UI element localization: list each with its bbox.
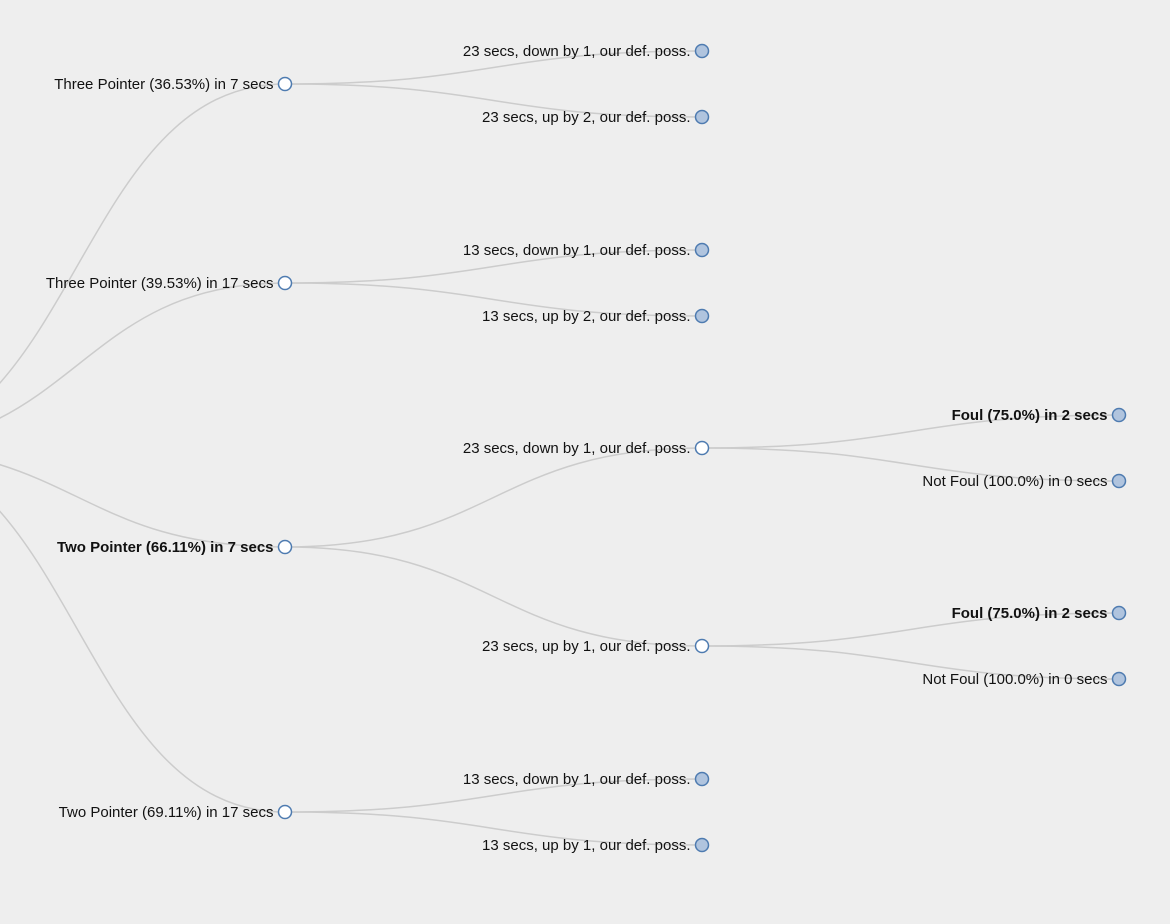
link-0-1 xyxy=(284,83,703,118)
node-label[interactable]: Not Foul (100.0%) in 0 secs xyxy=(922,473,1107,490)
tree-node-0[interactable]: Three Pointer (36.53%) in 7 secs xyxy=(54,76,293,93)
leaf-node-circle[interactable] xyxy=(694,43,710,59)
leaf-node-circle[interactable] xyxy=(1111,605,1127,621)
tree-node-1-0[interactable]: 13 secs, down by 1, our def. poss. xyxy=(463,242,710,259)
node-label[interactable]: Foul (75.0%) in 2 secs xyxy=(952,407,1108,424)
link-0-0 xyxy=(284,50,703,85)
link-root-2 xyxy=(0,463,286,548)
tree-node-2-1-0[interactable]: Foul (75.0%) in 2 secs xyxy=(952,605,1127,622)
tree-node-2[interactable]: Two Pointer (66.11%) in 7 secs xyxy=(57,539,293,556)
node-label[interactable]: Three Pointer (39.53%) in 17 secs xyxy=(46,275,274,292)
link-root-0 xyxy=(0,83,286,384)
link-1-0 xyxy=(284,249,703,284)
tree-node-3[interactable]: Two Pointer (69.11%) in 17 secs xyxy=(59,804,293,821)
node-label[interactable]: Three Pointer (36.53%) in 7 secs xyxy=(54,76,273,93)
leaf-node-circle[interactable] xyxy=(1111,407,1127,423)
node-label[interactable]: 23 secs, up by 2, our def. poss. xyxy=(482,109,690,126)
node-label[interactable]: 13 secs, down by 1, our def. poss. xyxy=(463,242,691,259)
expand-node-circle[interactable] xyxy=(277,804,293,820)
expand-node-circle[interactable] xyxy=(277,76,293,92)
tree-node-1[interactable]: Three Pointer (39.53%) in 17 secs xyxy=(46,275,293,292)
tree-node-2-0-1[interactable]: Not Foul (100.0%) in 0 secs xyxy=(922,473,1127,490)
leaf-node-circle[interactable] xyxy=(694,837,710,853)
link-2-0-1 xyxy=(701,447,1120,482)
link-root-3 xyxy=(0,510,286,813)
link-2-0-0 xyxy=(701,414,1120,449)
node-label[interactable]: 13 secs, up by 2, our def. poss. xyxy=(482,308,690,325)
tree-nodes: 23 secs, down by 1, our def. poss. 23 sec… xyxy=(46,43,1127,854)
tree-node-2-1-1[interactable]: Not Foul (100.0%) in 0 secs xyxy=(922,671,1127,688)
link-3-1 xyxy=(284,811,703,846)
link-2-0 xyxy=(284,447,703,548)
tree-node-3-1[interactable]: 13 secs, up by 1, our def. poss. xyxy=(482,837,710,854)
tree-links xyxy=(0,50,1120,846)
tree-node-0-0[interactable]: 23 secs, down by 1, our def. poss. xyxy=(463,43,710,60)
link-2-1 xyxy=(284,546,703,647)
leaf-node-circle[interactable] xyxy=(694,109,710,125)
link-root-1 xyxy=(0,282,286,419)
tree-node-2-1[interactable]: 23 secs, up by 1, our def. poss. xyxy=(482,638,710,655)
link-3-0 xyxy=(284,778,703,813)
node-label[interactable]: 13 secs, down by 1, our def. poss. xyxy=(463,771,691,788)
expand-node-circle[interactable] xyxy=(277,539,293,555)
expand-node-circle[interactable] xyxy=(277,275,293,291)
link-2-1-1 xyxy=(701,645,1120,680)
node-label[interactable]: Two Pointer (66.11%) in 7 secs xyxy=(57,539,273,556)
node-label[interactable]: Not Foul (100.0%) in 0 secs xyxy=(922,671,1107,688)
tree-node-2-0[interactable]: 23 secs, down by 1, our def. poss. xyxy=(463,440,710,457)
leaf-node-circle[interactable] xyxy=(694,771,710,787)
node-label[interactable]: 23 secs, down by 1, our def. poss. xyxy=(463,43,691,60)
tree-node-1-1[interactable]: 13 secs, up by 2, our def. poss. xyxy=(482,308,710,325)
leaf-node-circle[interactable] xyxy=(1111,671,1127,687)
leaf-node-circle[interactable] xyxy=(1111,473,1127,489)
tree-node-3-0[interactable]: 13 secs, down by 1, our def. poss. xyxy=(463,771,710,788)
node-label[interactable]: Two Pointer (69.11%) in 17 secs xyxy=(59,804,274,821)
tree-node-2-0-0[interactable]: Foul (75.0%) in 2 secs xyxy=(952,407,1127,424)
leaf-node-circle[interactable] xyxy=(694,242,710,258)
link-1-1 xyxy=(284,282,703,317)
node-label[interactable]: 23 secs, up by 1, our def. poss. xyxy=(482,638,690,655)
expand-node-circle[interactable] xyxy=(694,638,710,654)
link-2-1-0 xyxy=(701,612,1120,647)
tree-node-0-1[interactable]: 23 secs, up by 2, our def. poss. xyxy=(482,109,710,126)
node-label[interactable]: Foul (75.0%) in 2 secs xyxy=(952,605,1108,622)
expand-node-circle[interactable] xyxy=(694,440,710,456)
node-label[interactable]: 13 secs, up by 1, our def. poss. xyxy=(482,837,690,854)
leaf-node-circle[interactable] xyxy=(694,308,710,324)
node-label[interactable]: 23 secs, down by 1, our def. poss. xyxy=(463,440,691,457)
